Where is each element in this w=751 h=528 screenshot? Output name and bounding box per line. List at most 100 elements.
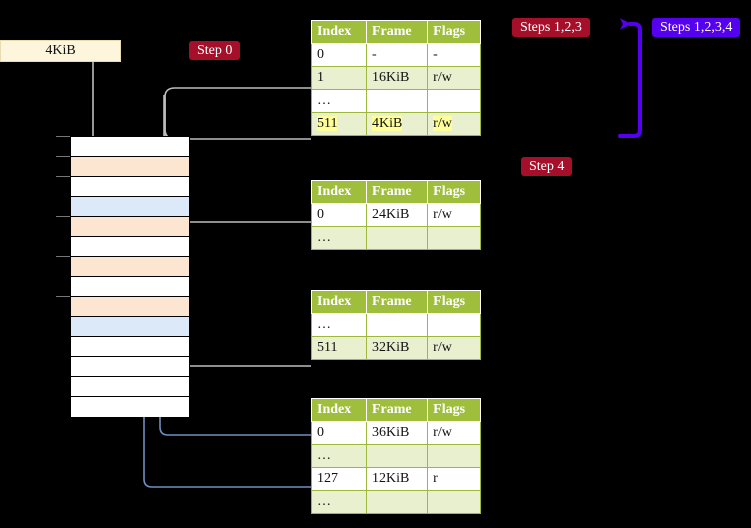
memory-row: [71, 397, 189, 417]
memory-row-tick: [56, 176, 70, 177]
table-cell-index: …: [311, 444, 367, 468]
column-header-index: Index: [311, 398, 367, 422]
memory-row: [71, 177, 189, 197]
memory-column: [70, 136, 190, 417]
badge-step-4: Step 4: [521, 157, 573, 176]
column-header-index: Index: [311, 20, 367, 44]
memory-row-tick: [56, 136, 70, 137]
column-header-frame: Frame: [365, 290, 429, 314]
table-cell-frame: 24KiB: [365, 203, 429, 227]
table-cell-frame: 16KiB: [365, 66, 429, 90]
memory-row-tick: [56, 156, 70, 157]
table-cell-index: 127: [311, 467, 367, 491]
table-cell-index: 0: [311, 421, 367, 445]
table-cell-index: 1: [311, 66, 367, 90]
table-cell-frame: 4KiB: [365, 112, 429, 136]
wire-pd-to-memory: [175, 316, 311, 367]
table-row: …: [311, 313, 481, 337]
column-header-index: Index: [311, 180, 367, 204]
size-label-text: 4KiB: [45, 43, 76, 58]
wire-pdpt-to-memory: [175, 221, 311, 252]
table-cell-flags: [427, 89, 481, 113]
table-cell-index: …: [311, 490, 367, 514]
table-cell-index: 511: [311, 112, 367, 136]
column-header-frame: Frame: [365, 398, 429, 422]
table-cell-flags: [427, 313, 481, 337]
table-row: …: [311, 89, 481, 113]
column-header-index: Index: [311, 290, 367, 314]
highlighted-value: r/w: [433, 116, 452, 131]
table-cell-frame: 36KiB: [365, 421, 429, 445]
memory-row: [71, 277, 189, 297]
column-header-flags: Flags: [427, 20, 481, 44]
table-cell-flags: r: [427, 467, 481, 491]
ellipsis: …: [317, 317, 332, 332]
memory-row: [71, 157, 189, 177]
memory-row: [71, 237, 189, 257]
table-row: …: [311, 444, 481, 468]
size-label-box: 4KiB: [0, 40, 121, 62]
table-row: …: [311, 226, 481, 250]
table-cell-frame: 12KiB: [365, 467, 429, 491]
table-cell-frame: [365, 89, 429, 113]
table-cell-frame: [365, 444, 429, 468]
ellipsis: …: [317, 230, 332, 245]
memory-row: [71, 317, 189, 337]
table-cell-index: 511: [311, 336, 367, 360]
memory-row-tick: [56, 256, 70, 257]
table-cell-flags: [427, 490, 481, 514]
memory-row: [71, 377, 189, 397]
table-cell-flags: r/w: [427, 203, 481, 227]
table-row: 511 4KiB r/w: [311, 112, 481, 136]
highlighted-value: 511: [317, 116, 338, 131]
table-cell-flags: r/w: [427, 421, 481, 445]
ellipsis: …: [317, 93, 332, 108]
column-header-frame: Frame: [365, 180, 429, 204]
memory-row: [71, 217, 189, 237]
table-cell-index: …: [311, 89, 367, 113]
table-cell-frame: [365, 226, 429, 250]
memory-row: [71, 357, 189, 377]
highlighted-value: 4KiB: [372, 116, 403, 131]
memory-row: [71, 257, 189, 277]
table-cell-index: …: [311, 226, 367, 250]
table-row: …: [311, 490, 481, 514]
table-cell-flags: -: [427, 43, 481, 67]
badge-step-4-text: Step 4: [529, 159, 565, 174]
badge-steps-1234: Steps 1,2,3,4: [652, 18, 741, 37]
table-cell-frame: [365, 313, 429, 337]
column-header-flags: Flags: [427, 180, 481, 204]
memory-row: [71, 297, 189, 317]
column-header-frame: Frame: [365, 20, 429, 44]
badge-steps-123: Steps 1,2,3: [512, 18, 590, 37]
column-header-flags: Flags: [427, 290, 481, 314]
badge-step-0-text: Step 0: [197, 43, 233, 58]
table-cell-frame: -: [365, 43, 429, 67]
memory-row: [71, 197, 189, 217]
memory-row-tick: [56, 216, 70, 217]
table-cell-frame: 32KiB: [365, 336, 429, 360]
memory-row: [71, 337, 189, 357]
wire-pml4-loop: [164, 87, 311, 140]
badge-steps-1234-text: Steps 1,2,3,4: [660, 20, 733, 35]
table-cell-flags: [427, 444, 481, 468]
table-cell-index: 0: [311, 43, 367, 67]
table-cell-index: …: [311, 313, 367, 337]
ellipsis: …: [317, 494, 332, 509]
memory-row-tick: [56, 296, 70, 297]
table-cell-flags: [427, 226, 481, 250]
